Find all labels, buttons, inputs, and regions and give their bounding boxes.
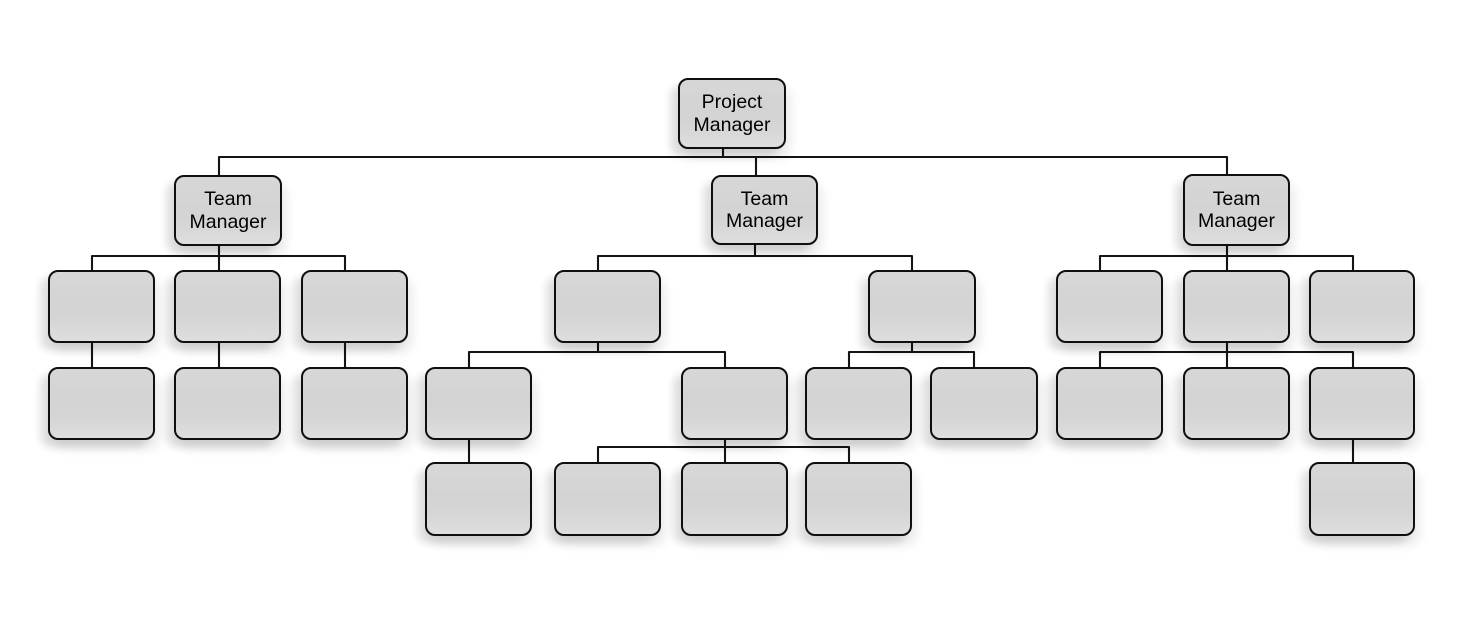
org-node-right-grandchild-1 xyxy=(1056,367,1163,440)
org-node-mid-greatgrandchild-3 xyxy=(681,462,788,536)
org-node-right-child-1 xyxy=(1056,270,1163,343)
org-node-mid-grandchild-4 xyxy=(930,367,1038,440)
org-node-right-grandchild-2 xyxy=(1183,367,1290,440)
org-node-left-child-2 xyxy=(174,270,281,343)
org-node-right-greatgrandchild-1 xyxy=(1309,462,1415,536)
org-node-mid-child-2 xyxy=(868,270,976,343)
connector-line xyxy=(847,350,976,368)
org-node-left-child-1 xyxy=(48,270,155,343)
connector-line xyxy=(596,445,851,463)
org-node-right-grandchild-3 xyxy=(1309,367,1415,440)
org-node-mid-grandchild-1 xyxy=(425,367,532,440)
org-node-mid-child-1 xyxy=(554,270,661,343)
org-node-team-manager-middle: Team Manager xyxy=(711,175,818,245)
org-node-left-grandchild-3 xyxy=(301,367,408,440)
org-node-label: Team Manager xyxy=(726,187,803,233)
org-node-label: Project Manager xyxy=(693,91,771,136)
org-node-left-child-3 xyxy=(301,270,408,343)
org-node-mid-greatgrandchild-2 xyxy=(554,462,661,536)
org-node-mid-grandchild-3 xyxy=(805,367,912,440)
org-node-right-child-2 xyxy=(1183,270,1290,343)
org-node-team-manager-left: Team Manager xyxy=(174,175,282,246)
org-node-left-grandchild-1 xyxy=(48,367,155,440)
connector-line xyxy=(217,155,1229,176)
connector-line xyxy=(596,254,914,271)
org-node-project-manager: Project Manager xyxy=(678,78,786,149)
org-node-mid-greatgrandchild-1 xyxy=(425,462,532,536)
org-node-mid-grandchild-2 xyxy=(681,367,788,440)
org-node-team-manager-right: Team Manager xyxy=(1183,174,1290,246)
connector-line xyxy=(467,350,727,368)
org-node-label: Team Manager xyxy=(189,188,267,233)
org-node-right-child-3 xyxy=(1309,270,1415,343)
org-node-label: Team Manager xyxy=(1198,187,1275,233)
org-node-mid-greatgrandchild-4 xyxy=(805,462,912,536)
org-node-left-grandchild-2 xyxy=(174,367,281,440)
